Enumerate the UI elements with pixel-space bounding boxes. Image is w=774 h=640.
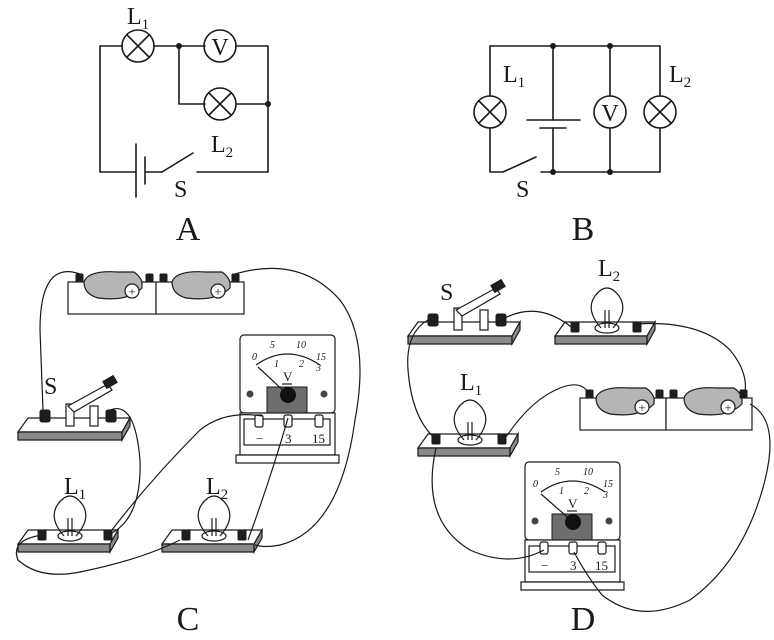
lamp-l2-label: L2 <box>598 256 620 285</box>
battery-pack: + + <box>67 271 245 315</box>
lamp-l1-label: L1 <box>503 62 525 91</box>
knife-switch <box>16 374 132 443</box>
junction-dot <box>550 43 556 49</box>
panel-caption-a: A <box>176 211 201 248</box>
switch-label: S <box>440 280 453 306</box>
lamp-l2-label: L2 <box>669 62 691 91</box>
voltmeter-label: V <box>211 35 229 61</box>
svg-text:10: 10 <box>296 340 306 351</box>
svg-text:15: 15 <box>312 431 325 446</box>
svg-text:+: + <box>638 400 645 415</box>
svg-text:3: 3 <box>602 490 608 501</box>
lamp-l1 <box>416 399 520 459</box>
panel-d: S L2 L1 <box>406 256 771 638</box>
panel-caption-d: D <box>571 601 596 638</box>
switch-symbol <box>161 152 194 173</box>
lamp-l1 <box>16 495 120 555</box>
svg-text:15: 15 <box>603 479 613 490</box>
junction-dot <box>607 169 613 175</box>
svg-text:1: 1 <box>559 486 564 497</box>
lamp-l2-symbol <box>203 87 237 121</box>
svg-text:−: − <box>256 431 263 446</box>
svg-text:−: − <box>541 558 548 573</box>
positive-terminal-icon <box>124 283 140 299</box>
svg-text:0: 0 <box>252 352 257 363</box>
panel-a: V L1 L2 S A <box>99 4 271 248</box>
voltmeter-label: V <box>601 101 619 127</box>
switch-label: S <box>516 177 529 203</box>
panel-caption-b: B <box>572 211 595 248</box>
lamp-l2-label: L2 <box>206 474 228 503</box>
svg-text:15: 15 <box>316 352 326 363</box>
svg-text:10: 10 <box>583 467 593 478</box>
junction-dot <box>550 169 556 175</box>
lamp-l2 <box>160 495 264 555</box>
svg-text:15: 15 <box>595 558 608 573</box>
lamp-l1-label: L1 <box>64 474 86 503</box>
battery-pack: + + <box>579 387 753 431</box>
voltmeter: 0 5 10 15 1 2 3 V − 3 15 <box>235 334 340 464</box>
panel-caption-c: C <box>177 601 200 638</box>
lamp-l1-symbol <box>121 29 155 63</box>
knife-switch <box>406 278 522 347</box>
voltmeter-unit: V <box>283 369 293 384</box>
lamp-l2-label: L2 <box>211 132 233 161</box>
lamp-l1-label: L1 <box>127 4 149 33</box>
switch-label: S <box>44 374 57 400</box>
svg-text:0: 0 <box>533 479 538 490</box>
wires-c <box>15 267 361 575</box>
panel-c: + + S 0 5 10 15 <box>15 267 361 638</box>
switch-label: S <box>174 177 187 203</box>
positive-terminal-icon <box>634 399 650 415</box>
junction-dot <box>176 43 182 49</box>
positive-terminal-icon <box>720 399 736 415</box>
lamp-l1-label: L1 <box>460 370 482 399</box>
panel-b: V L1 L2 S B <box>473 43 691 248</box>
voltmeter-unit: V <box>568 496 578 511</box>
junction-dot <box>607 43 613 49</box>
svg-text:+: + <box>724 400 731 415</box>
lamp-l2-symbol <box>643 95 677 129</box>
positive-terminal-icon <box>210 283 226 299</box>
wires-d <box>407 310 771 612</box>
svg-text:3: 3 <box>285 431 292 446</box>
battery-symbol <box>135 143 146 198</box>
svg-text:3: 3 <box>315 363 321 374</box>
svg-text:+: + <box>128 284 135 299</box>
lamp-l1-symbol <box>473 95 507 129</box>
svg-text:1: 1 <box>274 359 279 370</box>
voltmeter-symbol: V <box>203 29 237 63</box>
voltmeter: 0 5 10 15 1 2 3 V − 3 15 <box>520 461 625 591</box>
svg-text:5: 5 <box>555 467 560 478</box>
svg-text:5: 5 <box>270 340 275 351</box>
svg-text:2: 2 <box>299 359 304 370</box>
junction-dot <box>265 101 271 107</box>
svg-text:2: 2 <box>584 486 589 497</box>
svg-text:3: 3 <box>570 558 577 573</box>
lamp-l2 <box>553 287 657 347</box>
voltmeter-symbol: V <box>593 95 627 129</box>
battery-symbol <box>526 119 581 129</box>
svg-text:+: + <box>214 284 221 299</box>
